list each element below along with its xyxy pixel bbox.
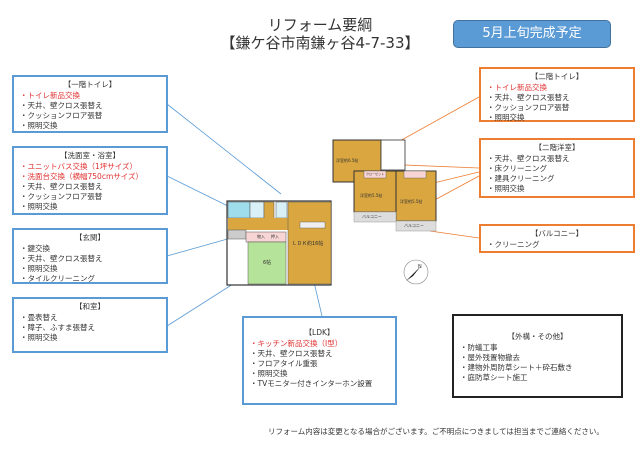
toilet1-heading: 【一階トイレ】 [63, 80, 117, 89]
work-item: ・天井、壁クロス張替え [20, 254, 103, 263]
work-item: ・クッションフロア張替 [20, 111, 103, 120]
page-title: リフォーム要綱 【鎌ケ谷市南鎌ヶ谷4-7-33】 [200, 16, 440, 52]
toilet1-box: 【一階トイレ】・トイレ新品交換・天井、壁クロス張替え・クッションフロア張替・照明… [12, 75, 168, 133]
work-item: ・クッションフロア張替 [20, 192, 103, 201]
balcony-label: バルコニー [362, 214, 382, 219]
compass-icon: N [403, 259, 429, 285]
work-item: ・トイレ新品交換 [487, 83, 547, 92]
room-a-label: 洋室約6.5帖 [336, 158, 359, 163]
work-item: ・クリーニング [487, 240, 540, 249]
washitsu-box: 【和室】・畳表替え・障子、ふすま張替え・照明交換 [12, 297, 168, 353]
ldk-label: ＬＤＫ約16帖 [292, 241, 324, 247]
toilet2-heading: 【二階トイレ】 [530, 72, 584, 81]
room-c-label: 洋室約5.5帖 [400, 199, 423, 204]
work-item: ・クッションフロア張替 [487, 103, 570, 112]
entrance-box: 【玄関】・鍵交換・天井、壁クロス張替え・照明交換・タイルクリーニング [12, 228, 168, 284]
monoire-label: 物入 [257, 234, 265, 239]
bath-box: 【洗面室・浴室】・ユニットバス交換（1坪サイズ）・洗面台交換（横幅750cmサイ… [12, 146, 168, 215]
work-item: ・キッチン新品交換（I型） [250, 339, 343, 348]
balcony-heading: 【バルコニー】 [530, 229, 584, 238]
title-line-1: リフォーム要綱 [267, 16, 373, 34]
footer-note: リフォーム内容は変更となる場合がございます。ご不明点につきましては担当までご連絡… [268, 427, 604, 436]
work-item: ・天井、壁クロス張替え [20, 101, 103, 110]
work-item: ・天井、壁クロス張替え [487, 93, 570, 102]
work-item: ・床クリーニング [487, 164, 547, 173]
balcony-box: 【バルコニー】・クリーニング [479, 224, 635, 253]
entrance-heading: 【玄関】 [75, 233, 105, 242]
work-item: ・天井、壁クロス張替え [20, 182, 103, 191]
exterior-box: 【外構・その他】・防蟻工事・屋外残置物撤去・建物外周防草シート＋砕石敷き・庭防草… [452, 314, 623, 398]
washitsu-label: 6帖 [263, 260, 272, 266]
work-item: ・照明交換 [487, 113, 525, 122]
closet-label: クローゼット [366, 172, 385, 176]
exterior-heading: 【外構・その他】 [507, 332, 568, 341]
title-address: 【鎌ケ谷市南鎌ヶ谷4-7-33】 [220, 34, 420, 52]
balcony-label-2: バルコニー [404, 223, 424, 228]
work-item: ・天井、壁クロス張替え [487, 154, 570, 163]
ldk-heading: 【LDK】 [304, 328, 335, 337]
svg-text:N: N [418, 264, 422, 270]
work-item: ・屋外残置物撤去 [460, 353, 520, 362]
work-item: ・トイレ新品交換 [20, 91, 80, 100]
washitsu-heading: 【和室】 [75, 302, 105, 311]
work-item: ・ユニットバス交換（1坪サイズ） [20, 162, 138, 171]
work-item: ・建物外周防草シート＋砕石敷き [460, 363, 573, 372]
room-b-label: 洋室約5.5帖 [360, 193, 383, 198]
oshiire-label: 押入 [271, 234, 279, 239]
work-item: ・照明交換 [20, 333, 58, 342]
work-item: ・庭防草シート施工 [460, 373, 528, 382]
work-item: ・照明交換 [20, 121, 58, 130]
work-item: ・建具クリーニング [487, 174, 555, 183]
work-item: ・照明交換 [487, 184, 525, 193]
work-item: ・障子、ふすま張替え [20, 323, 95, 332]
work-item: ・洗面台交換（横幅750cmサイズ） [20, 172, 144, 181]
work-item: ・タイルクリーニング [20, 274, 95, 283]
work-item: ・照明交換 [20, 264, 58, 273]
work-item: ・TVモニター付きインターホン設置 [250, 379, 373, 388]
youshitsu2-box: 【二階洋室】・天井、壁クロス張替え・床クリーニング・建具クリーニング・照明交換 [479, 138, 635, 198]
ldk-box: 【LDK】・キッチン新品交換（I型）・天井、壁クロス張替え・フロアタイル重張・照… [242, 316, 397, 405]
work-item: ・天井、壁クロス張替え [250, 349, 333, 358]
bath-heading: 【洗面室・浴室】 [60, 151, 120, 160]
work-item: ・防蟻工事 [460, 343, 498, 352]
work-item: ・フロアタイル重張 [250, 359, 318, 368]
first-floor-plan [226, 200, 332, 286]
work-item: ・畳表替え [20, 313, 58, 322]
toilet2-box: 【二階トイレ】・トイレ新品交換・天井、壁クロス張替え・クッションフロア張替・照明… [479, 67, 635, 122]
work-item: ・鍵交換 [20, 244, 50, 253]
completion-badge: 5月上旬完成予定 [453, 20, 611, 48]
second-floor-plan [332, 139, 437, 232]
work-item: ・照明交換 [20, 202, 58, 211]
youshitsu2-heading: 【二階洋室】 [534, 143, 580, 152]
work-item: ・照明交換 [250, 369, 288, 378]
